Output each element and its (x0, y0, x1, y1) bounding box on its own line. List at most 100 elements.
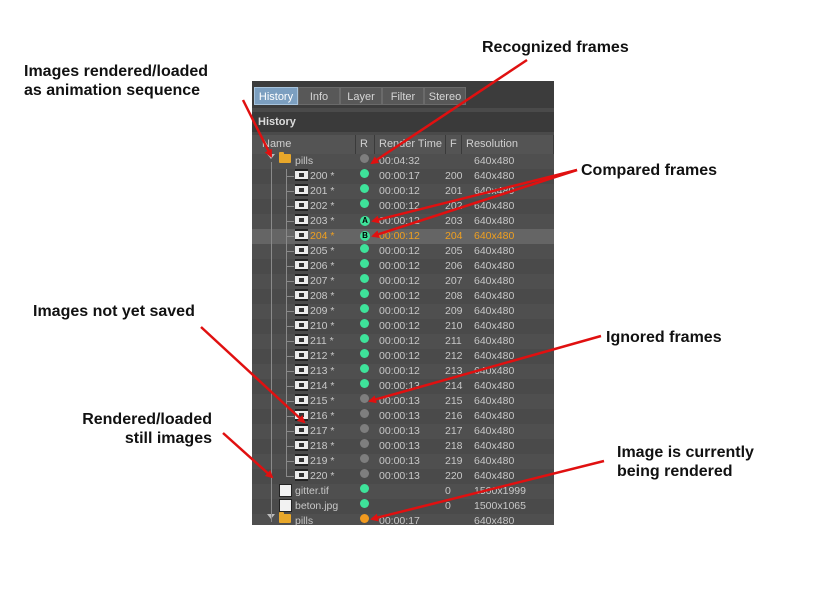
row-name: 200 * (310, 170, 335, 182)
resolution: 640x480 (474, 470, 515, 482)
still-image-icon (279, 484, 292, 497)
film-frame-icon (295, 379, 308, 391)
render-time: 00:00:12 (379, 305, 420, 317)
annotation-anim-sequence: Images rendered/loaded as animation sequ… (24, 62, 208, 100)
resolution: 640x480 (474, 440, 515, 452)
film-frame-icon (295, 424, 308, 436)
resolution: 640x480 (474, 455, 515, 467)
row-name: 207 * (310, 275, 335, 287)
tree-connector (286, 401, 294, 402)
resolution: 640x480 (474, 275, 515, 287)
annotation-currently-rendered: Image is currently being rendered (617, 443, 754, 481)
tree-connector (286, 386, 294, 387)
row-name: 204 * (310, 230, 335, 242)
frame-number: 219 (445, 455, 463, 467)
column-header-f[interactable]: F (446, 135, 462, 154)
column-header-resolution[interactable]: Resolution (462, 135, 554, 154)
render-time: 00:00:12 (379, 320, 420, 332)
row-name: 202 * (310, 200, 335, 212)
column-header-r[interactable]: R (356, 135, 375, 154)
frame-number: 207 (445, 275, 463, 287)
tree-connector (286, 461, 294, 462)
arrow-anim-sequence (241, 99, 273, 158)
tab-layer[interactable]: Layer (340, 87, 382, 105)
frame-number: 200 (445, 170, 463, 182)
tree-connector (286, 416, 294, 417)
frame-number: 215 (445, 395, 463, 407)
frame-number: 216 (445, 410, 463, 422)
still-image-icon (279, 499, 292, 512)
render-status-icon (360, 424, 369, 433)
tree-connector (286, 251, 294, 252)
row-name: 201 * (310, 185, 335, 197)
render-time: 00:00:17 (379, 170, 420, 182)
row-name: pills (295, 515, 314, 525)
render-time: 00:00:12 (379, 335, 420, 347)
annotation-line: Image is currently (617, 444, 754, 461)
row-name: 205 * (310, 245, 335, 257)
frame-number: 204 (445, 230, 463, 242)
tree-connector (286, 169, 287, 477)
film-frame-icon (295, 319, 308, 331)
row-name: 203 * (310, 215, 335, 227)
row-name: 218 * (310, 440, 335, 452)
resolution: 640x480 (474, 380, 515, 392)
resolution: 640x480 (474, 290, 515, 302)
frame-number: 0 (445, 485, 451, 497)
render-time: 00:00:12 (379, 185, 420, 197)
column-header-name[interactable]: Name (252, 135, 356, 154)
row-name: 212 * (310, 350, 335, 362)
tab-filter[interactable]: Filter (382, 87, 424, 105)
film-frame-icon (295, 274, 308, 286)
row-name: 216 * (310, 410, 335, 422)
render-time: 00:00:12 (379, 365, 420, 377)
tree-connector (286, 476, 294, 477)
resolution: 640x480 (474, 230, 515, 242)
frame-number: 217 (445, 425, 463, 437)
arrow-still-images (222, 432, 274, 479)
annotation-line: still images (124, 430, 212, 447)
tab-info[interactable]: Info (298, 87, 340, 105)
render-time: 00:00:13 (379, 470, 420, 482)
resolution: 640x480 (474, 260, 515, 272)
frame-number: 0 (445, 500, 451, 512)
film-frame-icon (295, 229, 308, 241)
annotation-not-saved: Images not yet saved (33, 303, 195, 320)
render-status-icon (360, 469, 369, 478)
tree-connector (286, 371, 294, 372)
render-status-icon (360, 199, 369, 208)
render-time: 00:00:13 (379, 410, 420, 422)
render-status-icon (360, 379, 369, 388)
render-status-icon (360, 169, 369, 178)
render-time: 00:00:17 (379, 515, 420, 525)
row-name: 209 * (310, 305, 335, 317)
frame-number: 220 (445, 470, 463, 482)
row-name: gitter.tif (295, 485, 329, 497)
render-status-icon: B (360, 231, 370, 241)
tab-stereo[interactable]: Stereo (424, 87, 466, 105)
render-status-icon (360, 274, 369, 283)
render-time: 00:00:13 (379, 455, 420, 467)
tab-history[interactable]: History (254, 87, 298, 105)
film-frame-icon (295, 394, 308, 406)
